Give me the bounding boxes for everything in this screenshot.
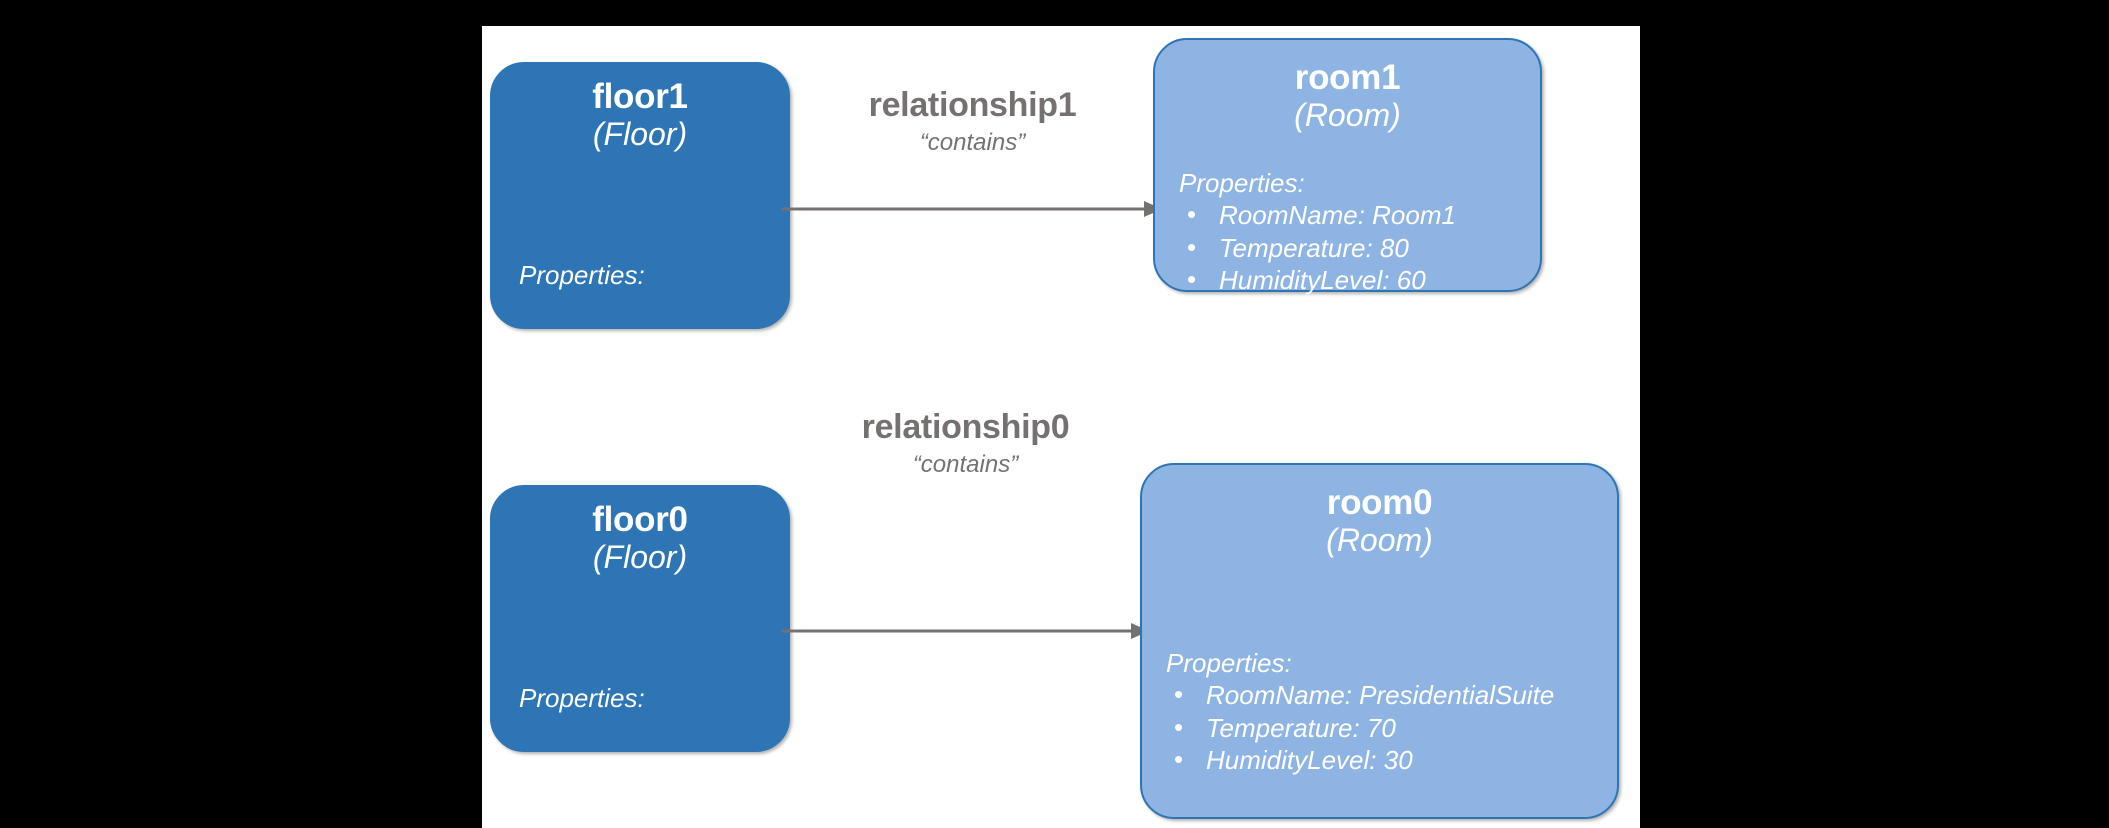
node-floor1-properties-label: Properties: — [519, 259, 645, 290]
node-room0-header: room0 (Room) — [1142, 465, 1617, 559]
edge-relationship1-name: relationship1 — [868, 86, 1077, 124]
edge-relationship1-kind: “contains” — [919, 128, 1026, 156]
bullet-icon: • — [1174, 679, 1184, 710]
node-room0-properties-label: Properties: — [1166, 648, 1292, 678]
node-floor1-header: floor1 (Floor) — [491, 63, 789, 153]
edge-arrow-relationship1 — [782, 198, 1162, 220]
list-item: • RoomName: Room1 — [1179, 199, 1528, 231]
node-room0-title: room0 — [1326, 483, 1433, 522]
edge-label-relationship1: relationship1 “contains” — [785, 86, 1160, 156]
diagram-canvas: floor1 (Floor) Properties: relationship1… — [482, 26, 1640, 828]
arrow-right-icon — [782, 201, 1162, 217]
node-room1-properties-label: Properties: — [1179, 168, 1305, 198]
bullet-icon: • — [1187, 199, 1197, 230]
node-floor1-properties: Properties: — [519, 260, 645, 290]
node-floor0-title: floor0 — [592, 500, 688, 539]
list-item: • Temperature: 80 — [1179, 231, 1528, 263]
list-item: • HumidityLevel: 30 — [1166, 744, 1605, 776]
bullet-icon: • — [1174, 711, 1184, 742]
property-text: Temperature: 70 — [1206, 712, 1396, 743]
node-room1-model: (Room) — [1294, 97, 1401, 134]
list-item: • HumidityLevel: 60 — [1179, 264, 1528, 296]
list-item: • RoomName: PresidentialSuite — [1166, 679, 1605, 711]
node-floor0-properties-label: Properties: — [519, 682, 645, 713]
node-floor0[interactable]: floor0 (Floor) Properties: — [490, 485, 790, 752]
edge-arrow-relationship0 — [782, 620, 1149, 642]
arrow-right-icon — [782, 623, 1149, 639]
bullet-icon: • — [1187, 231, 1197, 262]
node-room0[interactable]: room0 (Room) Properties: • RoomName: Pre… — [1140, 463, 1619, 819]
node-floor0-header: floor0 (Floor) — [491, 486, 789, 576]
node-floor1-model: (Floor) — [592, 116, 688, 153]
property-text: RoomName: PresidentialSuite — [1206, 680, 1555, 711]
edge-label-relationship0: relationship0 “contains” — [782, 408, 1149, 478]
node-room1[interactable]: room1 (Room) Properties: • RoomName: Roo… — [1153, 38, 1542, 295]
node-room0-model: (Room) — [1326, 522, 1433, 559]
property-text: HumidityLevel: 30 — [1206, 745, 1413, 776]
node-floor1[interactable]: floor1 (Floor) Properties: — [490, 62, 790, 329]
property-text: Temperature: 80 — [1219, 232, 1409, 263]
node-floor0-model: (Floor) — [592, 539, 688, 576]
list-item: • Temperature: 70 — [1166, 711, 1605, 743]
node-floor0-properties: Properties: — [519, 683, 645, 713]
bullet-icon: • — [1187, 264, 1197, 295]
node-room1-properties-list: • RoomName: Room1 • Temperature: 80 • Hu… — [1179, 199, 1528, 296]
node-room0-properties-list: • RoomName: PresidentialSuite • Temperat… — [1166, 679, 1605, 776]
node-room0-properties: Properties: • RoomName: PresidentialSuit… — [1166, 648, 1605, 776]
node-floor1-title: floor1 — [592, 77, 688, 116]
node-room1-header: room1 (Room) — [1155, 40, 1540, 134]
node-room1-title: room1 — [1294, 58, 1401, 97]
edge-relationship0-name: relationship0 — [861, 408, 1070, 446]
property-text: RoomName: Room1 — [1219, 200, 1456, 231]
node-room1-properties: Properties: • RoomName: Room1 • Temperat… — [1179, 168, 1528, 296]
edge-relationship0-kind: “contains” — [912, 450, 1019, 478]
bullet-icon: • — [1174, 744, 1184, 775]
property-text: HumidityLevel: 60 — [1219, 265, 1426, 296]
